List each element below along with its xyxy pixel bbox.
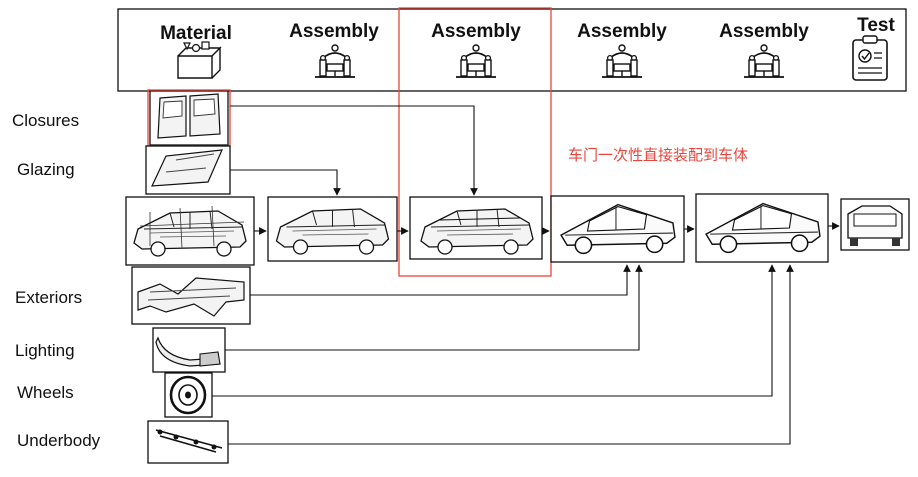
vehicle-stage-4 [550, 195, 685, 263]
stage-title-assembly-4: Assembly [719, 21, 809, 42]
closures-feed-arrow [230, 105, 478, 196]
stage-test: Test [852, 15, 895, 81]
body-in-white-frame-stage-1 [125, 196, 255, 266]
stage-assembly-4: Assembly [719, 21, 809, 78]
row-label-wheels: Wheels [17, 383, 74, 402]
stage-title-test: Test [857, 15, 895, 36]
wheels-feed-arrow [212, 264, 776, 397]
row-label-underbody: Underbody [17, 431, 101, 450]
material-box-icon [177, 41, 222, 79]
row-label-lighting: Lighting [15, 341, 75, 360]
closures-doors-thumbnail [149, 90, 229, 146]
body-frame-stage-2 [267, 196, 398, 262]
glazing-thumbnail [145, 145, 231, 195]
stage-title-assembly-1: Assembly [289, 21, 379, 42]
vehicle-stage-5 [695, 193, 829, 263]
stage-assembly-3: Assembly [577, 21, 667, 78]
exteriors-thumbnail [131, 266, 251, 325]
assembly-stage-highlight-box [398, 7, 552, 277]
stage-material: Material [160, 23, 232, 79]
glazing-feed-arrow [230, 169, 341, 196]
row-label-glazing: Glazing [17, 160, 75, 179]
stage-assembly-2: Assembly [431, 21, 521, 78]
stage-assembly-1: Assembly [289, 21, 379, 78]
body-with-doors-stage-3 [409, 196, 543, 260]
wheels-thumbnail [164, 372, 213, 418]
lighting-feed-arrow [225, 264, 643, 351]
lighting-thumbnail [152, 327, 226, 373]
exteriors-feed-arrow [250, 264, 631, 296]
door-assembly-note: 车门一次性直接装配到车体 [568, 146, 748, 164]
stage-title-assembly-2: Assembly [431, 21, 521, 42]
stage-title-assembly-3: Assembly [577, 21, 667, 42]
row-label-exteriors: Exteriors [15, 288, 82, 307]
row-label-closures: Closures [12, 111, 79, 130]
stage-title-material: Material [160, 23, 232, 44]
finished-vehicle-test-stage [840, 198, 910, 251]
test-clipboard-icon [852, 35, 888, 81]
underbody-thumbnail [147, 420, 229, 464]
underbody-feed-arrow [228, 264, 794, 445]
